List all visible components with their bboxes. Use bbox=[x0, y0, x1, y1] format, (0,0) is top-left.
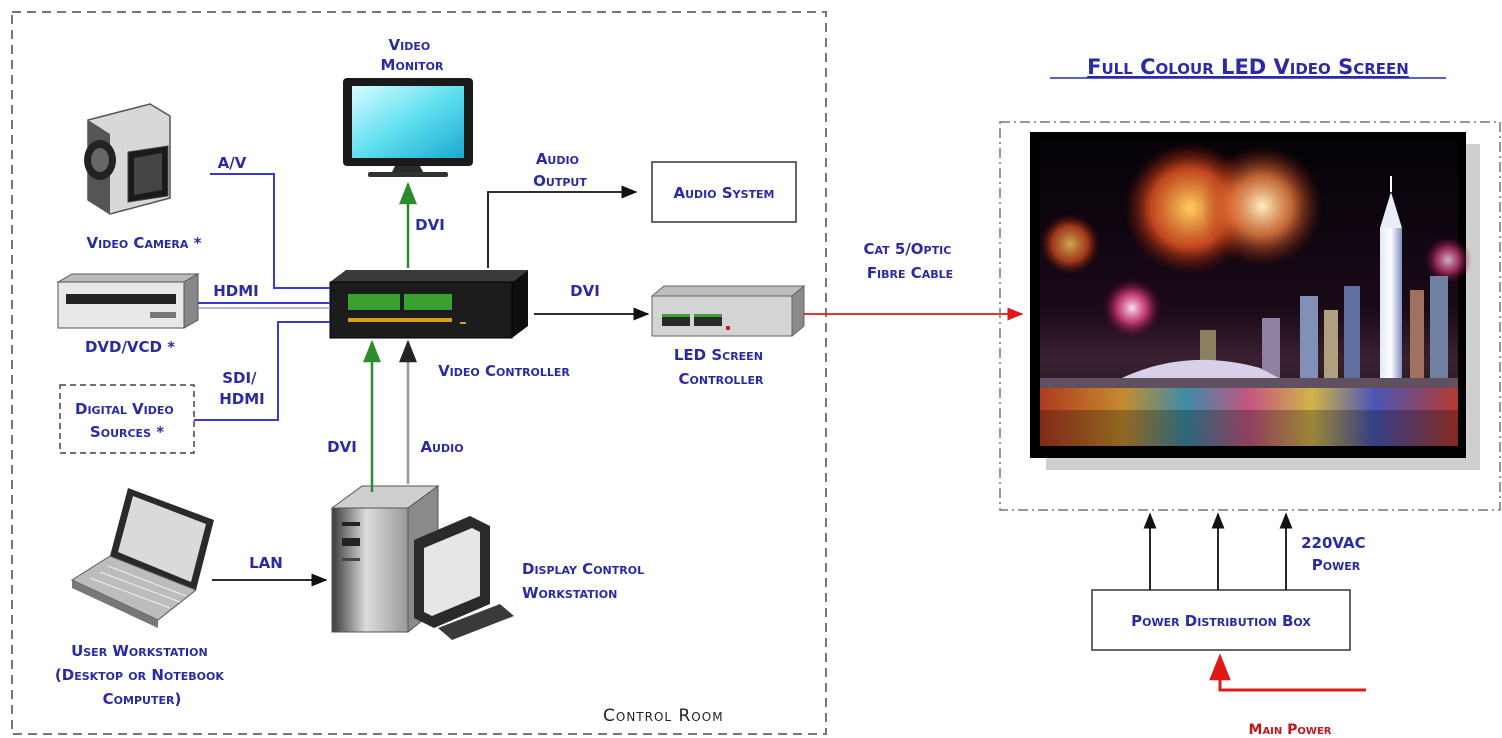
lan-label: LAN bbox=[249, 554, 283, 572]
controller-indicator-bank bbox=[348, 294, 466, 324]
control-room-boundary bbox=[11, 11, 827, 735]
video-camera-label: Video Camera * bbox=[87, 234, 202, 252]
main-power-label: Main Power bbox=[1249, 722, 1332, 738]
display-control-workstation-icon bbox=[330, 485, 514, 640]
video-controller-icon bbox=[329, 270, 528, 339]
led-video-screen bbox=[1030, 132, 1480, 470]
power-distribution-label: Power Distribution Box bbox=[1131, 612, 1311, 630]
video-monitor-icon bbox=[343, 78, 473, 177]
audio-output-label: Audio Output bbox=[533, 150, 587, 190]
main-power-link bbox=[1209, 653, 1366, 692]
audio-output-link bbox=[487, 185, 638, 268]
video-camera-icon bbox=[84, 103, 171, 215]
digital-video-sources-label: Digital Video Sources * bbox=[75, 400, 179, 441]
dvi-workstation-label: DVI bbox=[327, 438, 357, 456]
power-distribution-box bbox=[1091, 589, 1351, 651]
audio-system-box bbox=[651, 161, 797, 223]
video-controller-label: Video Controller bbox=[438, 362, 570, 380]
led-screen-controller-label: LED Screen Controller bbox=[674, 346, 768, 388]
led-screen-controller-icon bbox=[650, 284, 806, 338]
sdi-hdmi-link bbox=[194, 321, 330, 421]
control-room-label: Control Room bbox=[603, 706, 724, 726]
video-monitor-label: Video Monitor bbox=[381, 36, 444, 74]
dvd-vcd-label: DVD/VCD * bbox=[85, 338, 175, 356]
laptop-icon bbox=[70, 488, 214, 628]
sdi-hdmi-label: SDI/ HDMI bbox=[219, 369, 265, 408]
display-control-workstation-label: Display Control Workstation bbox=[522, 560, 649, 602]
dvi-led-label: DVI bbox=[570, 282, 600, 300]
av-link bbox=[210, 173, 330, 289]
fireworks-image bbox=[1040, 140, 1472, 446]
connection-lines bbox=[194, 173, 1024, 587]
power-220-label: 220VAC Power bbox=[1301, 534, 1371, 574]
led-screen-boundary bbox=[999, 121, 1501, 511]
led-screen-title: Full Colour LED Video Screen bbox=[1087, 55, 1409, 79]
audio-system-label: Audio System bbox=[674, 184, 775, 202]
hdmi-label: HDMI bbox=[213, 282, 259, 300]
power-feed-lines bbox=[1143, 512, 1293, 590]
dvd-player-icon bbox=[56, 273, 200, 329]
digital-video-sources-box bbox=[59, 384, 195, 454]
dvi-monitor-label: DVI bbox=[415, 216, 445, 234]
cat5-label: Cat 5/Optic Fibre Cable bbox=[863, 240, 956, 282]
audio-workstation-label: Audio bbox=[420, 438, 463, 456]
av-label: A/V bbox=[218, 154, 247, 172]
user-workstation-label: User Workstation (Desktop or Notebook Co… bbox=[55, 642, 229, 708]
